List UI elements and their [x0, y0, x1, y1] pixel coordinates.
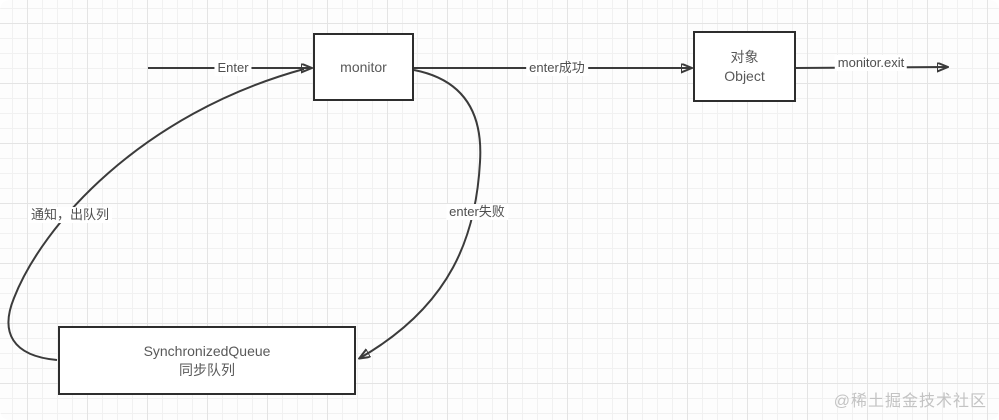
edge-notify-dequeue-curve — [7, 68, 305, 361]
juejin-watermark: @稀土掘金技术社区 — [833, 393, 987, 410]
node-object: 对象 Object — [693, 31, 796, 102]
node-synchronized-queue: SynchronizedQueue 同步队列 — [58, 326, 356, 395]
node-queue-label-line2: 同步队列 — [179, 361, 235, 378]
edge-label-monitor-exit: monitor.exit — [834, 55, 908, 71]
edge-enter-fail-curve — [360, 69, 482, 358]
node-object-label-line2: Object — [724, 67, 765, 84]
edge-label-enter: Enter — [214, 60, 252, 76]
node-queue-label-line1: SynchronizedQueue — [143, 342, 271, 359]
edge-label-enter-fail: enter失败 — [446, 204, 508, 220]
node-monitor-label: monitor — [340, 58, 387, 75]
edge-label-notify-dequeue: 通知，出队列 — [27, 207, 113, 223]
node-monitor: monitor — [313, 33, 414, 101]
edge-label-enter-success: enter成功 — [526, 60, 588, 76]
node-object-label-line1: 对象 — [730, 48, 759, 65]
